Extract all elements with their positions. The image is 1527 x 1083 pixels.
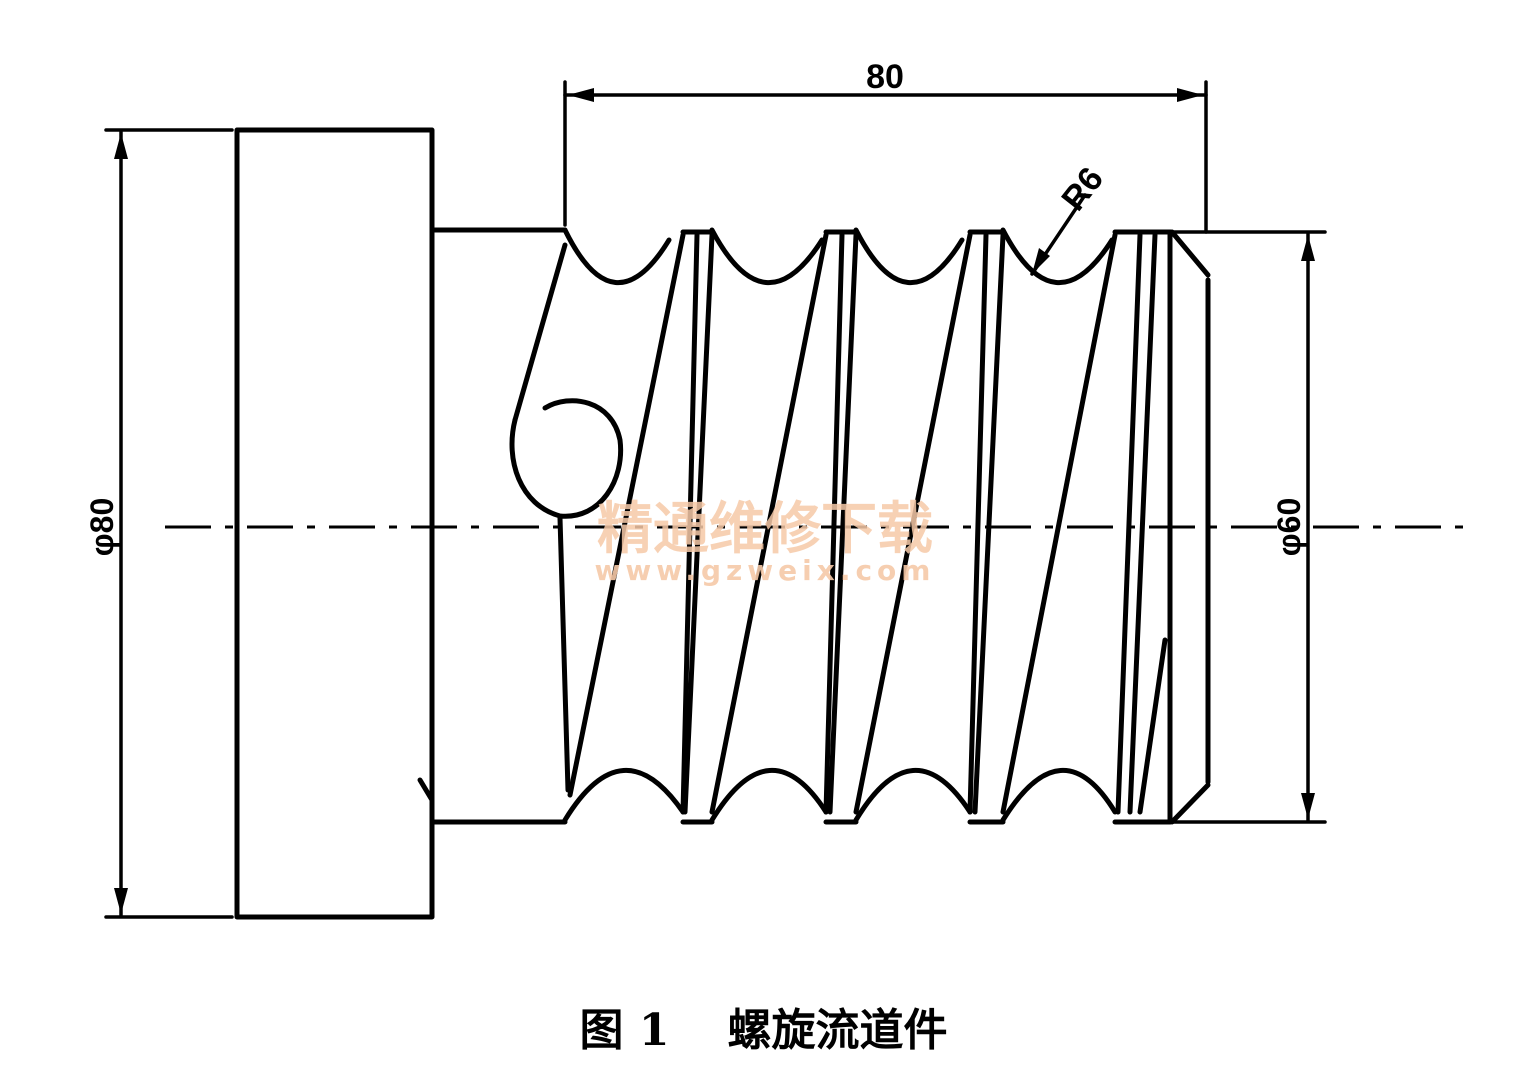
dimension-small-diameter: φ60	[1271, 232, 1315, 822]
dimension-length: 80	[563, 58, 1208, 234]
dimension-large-diameter: φ80	[84, 130, 128, 917]
bottom-grooves	[562, 768, 1118, 823]
figure-title: 螺旋流道件	[727, 1005, 948, 1056]
figure-number: 图 1	[579, 1005, 670, 1056]
watermark: 精通维修下载 www.gzweix.com	[595, 497, 936, 587]
dimension-large-diameter-label: φ80	[84, 498, 120, 556]
channel-entry-circle	[509, 398, 624, 519]
figure-caption: 图 1 螺旋流道件	[0, 994, 1527, 1058]
flange	[104, 127, 435, 920]
helix-lines	[512, 232, 1168, 815]
dimension-small-diameter-label: φ60	[1271, 498, 1307, 556]
shaft	[429, 227, 568, 825]
end-section	[1167, 229, 1327, 825]
top-grooves	[562, 227, 1115, 285]
dimension-radius-label: R6	[1054, 160, 1111, 218]
dimension-length-label: 80	[866, 58, 904, 96]
watermark-text: 精通维修下载	[597, 497, 933, 562]
spiral-channel-drawing: 80 R6 φ80 φ60 精通维修下载 www.gzweix.com	[84, 58, 1470, 920]
watermark-url: www.gzweix.com	[595, 554, 936, 587]
